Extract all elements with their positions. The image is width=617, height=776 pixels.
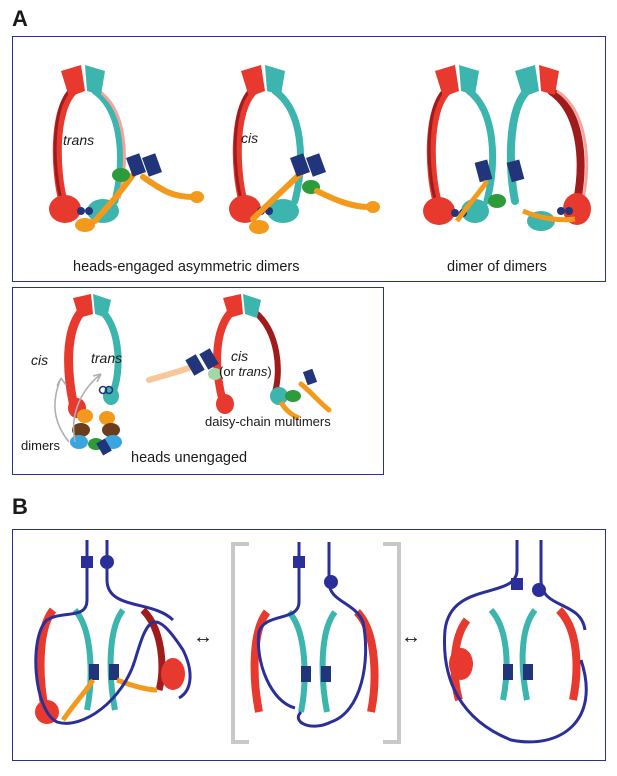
state-label-cis: cis [241,130,259,146]
dimer-of-dimers-icon [423,65,591,231]
label-dimers: dimers [21,438,61,453]
panel-letter-b: B [12,494,28,519]
panel-a-lower-box: cis trans dimers cis (or trans) daisy-ch… [12,287,384,475]
unengaged-ring-icon [54,294,122,456]
loop-state-1-icon [34,540,192,725]
caption-asymmetric-dimers: heads-engaged asymmetric dimers [73,259,300,275]
or-trans-word: trans [238,364,268,379]
label-cis-2: cis [231,348,249,364]
panel-letter-a: A [12,6,28,31]
loop-state-3-icon [443,540,588,744]
double-arrow-icon: ↔ [193,626,213,648]
panel-a-box: trans cis [12,36,606,282]
label-cis: cis [31,352,49,368]
label-daisy-chain: daisy-chain multimers [205,414,331,429]
state-label-trans: trans [63,132,95,148]
smc-ring-cis-icon [229,65,380,234]
caption-heads-unengaged: heads unengaged [131,450,248,466]
label-trans: trans [91,350,123,366]
or-trans-close: ) [267,364,272,379]
label-or-trans: (or trans) [219,364,272,379]
bracket-icon [231,542,401,744]
panel-b-box: ↔ ↔ [12,529,606,761]
or-trans-open: (or [219,364,235,379]
daisy-chain-icon [146,294,332,421]
caption-dimer-of-dimers: dimer of dimers [447,259,547,275]
smc-ring-trans-icon [49,65,204,232]
double-arrow-icon-2: ↔ [401,626,421,648]
